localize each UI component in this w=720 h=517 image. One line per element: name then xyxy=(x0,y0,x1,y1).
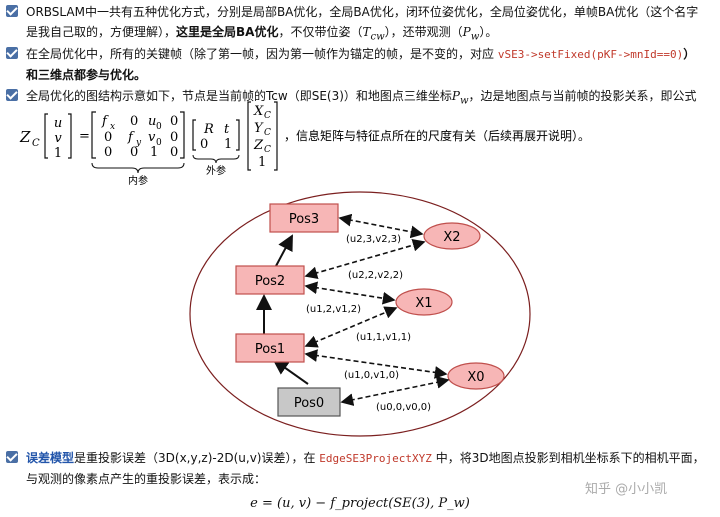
svg-text:u: u xyxy=(148,114,156,129)
svg-text:Pos0: Pos0 xyxy=(294,396,324,411)
pose-node-pos3: Pos3 xyxy=(269,203,339,233)
svg-text:1: 1 xyxy=(54,146,62,161)
svg-text:1: 1 xyxy=(258,155,266,170)
edge-label: (u1,0,v1,0) xyxy=(344,370,399,381)
svg-text:C: C xyxy=(264,128,271,138)
bullet-item-2: 在全局优化中，所有的关键帧（除了第一帧，因为第一帧作为锚定的帧，是不变的，对应 … xyxy=(6,44,706,85)
checkbox-icon xyxy=(6,5,18,17)
svg-text:Z: Z xyxy=(253,138,264,153)
svg-text:1: 1 xyxy=(150,145,158,160)
svg-text:Pos2: Pos2 xyxy=(255,274,285,289)
svg-text:C: C xyxy=(264,111,271,121)
checkbox-icon xyxy=(6,89,18,101)
text-span: ）。 xyxy=(479,25,498,39)
svg-text:0: 0 xyxy=(170,145,178,160)
bold-text: 这里是全局BA优化 xyxy=(176,25,279,39)
svg-text:v: v xyxy=(54,131,62,146)
math-pw: Pw xyxy=(462,25,480,43)
error-formula: e = (u, v) − f_project(SE(3), P_w) xyxy=(250,496,470,511)
svg-text:Y: Y xyxy=(254,121,264,136)
svg-text:u: u xyxy=(54,116,62,131)
math-pw: Pw xyxy=(451,89,469,107)
svg-text:内参: 内参 xyxy=(128,174,148,187)
bullet-text: ORBSLAM中一共有五种优化方式，分别是局部BA优化，全局BA优化，闭环位姿优… xyxy=(26,2,706,47)
svg-text:t: t xyxy=(224,122,230,137)
text-span: 全局优化的图结构示意如下，节点是当前帧的Tcw（即SE(3)）和地图点三维坐标 xyxy=(26,89,452,103)
watermark: 知乎 @小小凯 xyxy=(585,482,668,497)
svg-text:0: 0 xyxy=(170,114,178,129)
edge-label: (u2,2,v2,2) xyxy=(348,270,403,281)
svg-text:0: 0 xyxy=(104,130,112,145)
point-node-x2: X2 xyxy=(423,222,481,250)
svg-text:Pos3: Pos3 xyxy=(289,212,319,227)
svg-text:f: f xyxy=(127,130,135,145)
bullet-text: 误差模型是重投影误差（3D(x,y,z)-2D(u,v)误差），在 EdgeSE… xyxy=(26,448,706,489)
edge-label: (u1,2,v1,2) xyxy=(306,304,361,315)
svg-text:0: 0 xyxy=(156,122,162,132)
svg-text:0: 0 xyxy=(200,137,208,152)
pose-node-pos0: Pos0 xyxy=(277,387,341,417)
checkbox-icon xyxy=(6,451,18,463)
text-span: ，边是地图点与当前帧的投影关系，即公式 xyxy=(468,89,697,103)
edge-label: (u2,3,v2,3) xyxy=(346,234,401,245)
svg-text:1: 1 xyxy=(224,137,232,152)
edge-label: (u0,0,v0,0) xyxy=(376,402,431,413)
outer-circle xyxy=(189,191,531,437)
bullet-text: 在全局优化中，所有的关键帧（除了第一帧，因为第一帧作为锚定的帧，是不变的，对应 … xyxy=(26,44,706,85)
svg-text:0: 0 xyxy=(130,145,138,160)
svg-text:y: y xyxy=(135,138,142,148)
bullet-item-3: 全局优化的图结构示意如下，节点是当前帧的Tcw（即SE(3)）和地图点三维坐标P… xyxy=(6,86,706,111)
text-span: 是重投影误差（3D(x,y,z)-2D(u,v)误差），在 xyxy=(74,451,320,465)
svg-text:=: = xyxy=(79,129,90,144)
inline-code: EdgeSE3ProjectXYZ xyxy=(319,452,432,465)
bold-text: 误差模型 xyxy=(26,451,75,465)
checkbox-icon xyxy=(6,47,18,59)
point-node-x1: X1 xyxy=(395,288,453,316)
svg-text:f: f xyxy=(101,114,109,129)
inline-code: vSE3->setFixed(pKF->mnId==0) xyxy=(497,48,684,61)
svg-text:X0: X0 xyxy=(467,370,484,385)
text-span: 中，将3D地图点投影到相机坐标系下的相机平面，与观测的像素点产生的重投影误差，表… xyxy=(26,451,705,486)
svg-text:X2: X2 xyxy=(443,230,460,245)
svg-text:0: 0 xyxy=(170,130,178,145)
matrix-caption: ，信息矩阵与特征点所在的尺度有关（后续再展开说明）。 xyxy=(284,128,590,143)
bold-text: ）和三维点都参与优化。 xyxy=(26,47,696,82)
bullet-item-1: ORBSLAM中一共有五种优化方式，分别是局部BA优化，全局BA优化，闭环位姿优… xyxy=(6,2,706,47)
text-span: 在全局优化中，所有的关键帧（除了第一帧，因为第一帧作为锚定的帧，是不变的，对应 xyxy=(26,47,498,61)
text-span: ），还带观测（ xyxy=(384,25,463,39)
svg-text:x: x xyxy=(110,122,115,132)
svg-text:Pos1: Pos1 xyxy=(255,342,285,357)
svg-text:X: X xyxy=(253,104,264,119)
math-tcw: Tcw xyxy=(362,25,385,43)
svg-text:R: R xyxy=(203,122,214,137)
point-node-x0: X0 xyxy=(447,362,505,390)
text-span: ，不仅带位姿（ xyxy=(278,25,363,39)
svg-text:0: 0 xyxy=(104,145,112,160)
svg-text:C: C xyxy=(32,138,40,149)
bullet-text: 全局优化的图结构示意如下，节点是当前帧的Tcw（即SE(3)）和地图点三维坐标P… xyxy=(26,86,706,111)
svg-text:0: 0 xyxy=(156,138,162,148)
svg-text:外参: 外参 xyxy=(206,164,226,177)
zc-symbol: Z xyxy=(19,128,31,146)
svg-text:C: C xyxy=(264,145,271,155)
pose-node-pos2: Pos2 xyxy=(235,265,305,295)
edge-label: (u1,1,v1,1) xyxy=(356,332,411,343)
svg-text:X1: X1 xyxy=(415,296,432,311)
svg-text:v: v xyxy=(148,130,156,145)
svg-text:0: 0 xyxy=(130,114,138,129)
bullet-item-4: 误差模型是重投影误差（3D(x,y,z)-2D(u,v)误差），在 EdgeSE… xyxy=(6,448,706,489)
graph-diagram: Pos3 Pos2 Pos1 Pos0 X2 X1 X0 xyxy=(189,191,531,437)
text-span: ORBSLAM中一共有五种优化方式，分别是局部BA优化，全局BA优化，闭环位姿优… xyxy=(26,5,699,39)
pose-node-pos1: Pos1 xyxy=(235,333,305,363)
